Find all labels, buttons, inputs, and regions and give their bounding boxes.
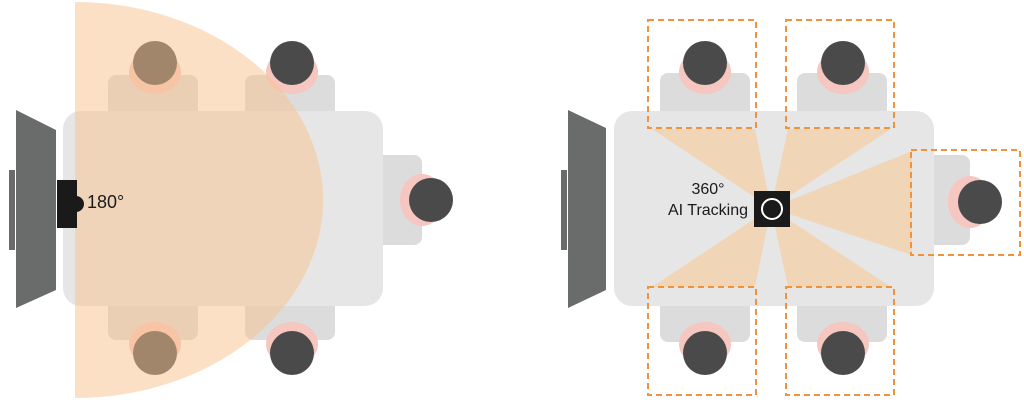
right-person-top-1 [679,41,731,94]
tracking-box-bottom-1 [647,286,757,396]
beam-top-1 [652,129,771,208]
beam-top-2 [771,129,891,208]
right-camera-label-line1: 360° [691,181,724,198]
tracking-box-top-1 [647,19,757,129]
left-display-screen [9,110,56,308]
left-person-bottom-2 [266,322,318,375]
left-person-top-2 [266,41,318,94]
right-camera-label-line2: AI Tracking [668,202,748,219]
right-panel: 360° AI Tracking [561,19,1021,396]
beam-bottom-1 [652,208,771,287]
left-camera-label: 180° [87,192,124,212]
right-tracking-beams [652,129,912,287]
left-field-of-view-180 [75,2,323,398]
tracking-box-end [910,149,1021,256]
right-person-bottom-1 [679,322,731,375]
beam-end [771,151,912,255]
beam-bottom-2 [771,208,891,287]
tracking-box-bottom-2 [785,286,895,396]
tracking-box-top-2 [785,19,895,129]
left-camera-180 [57,180,84,228]
right-tracking-boxes [647,19,1021,396]
right-person-end [948,176,1002,228]
left-person-end [400,174,453,226]
right-person-top-2 [817,41,869,94]
left-panel: 180° [9,2,453,398]
right-person-bottom-2 [817,322,869,375]
right-display-screen [561,110,606,308]
right-camera-360 [754,191,790,227]
